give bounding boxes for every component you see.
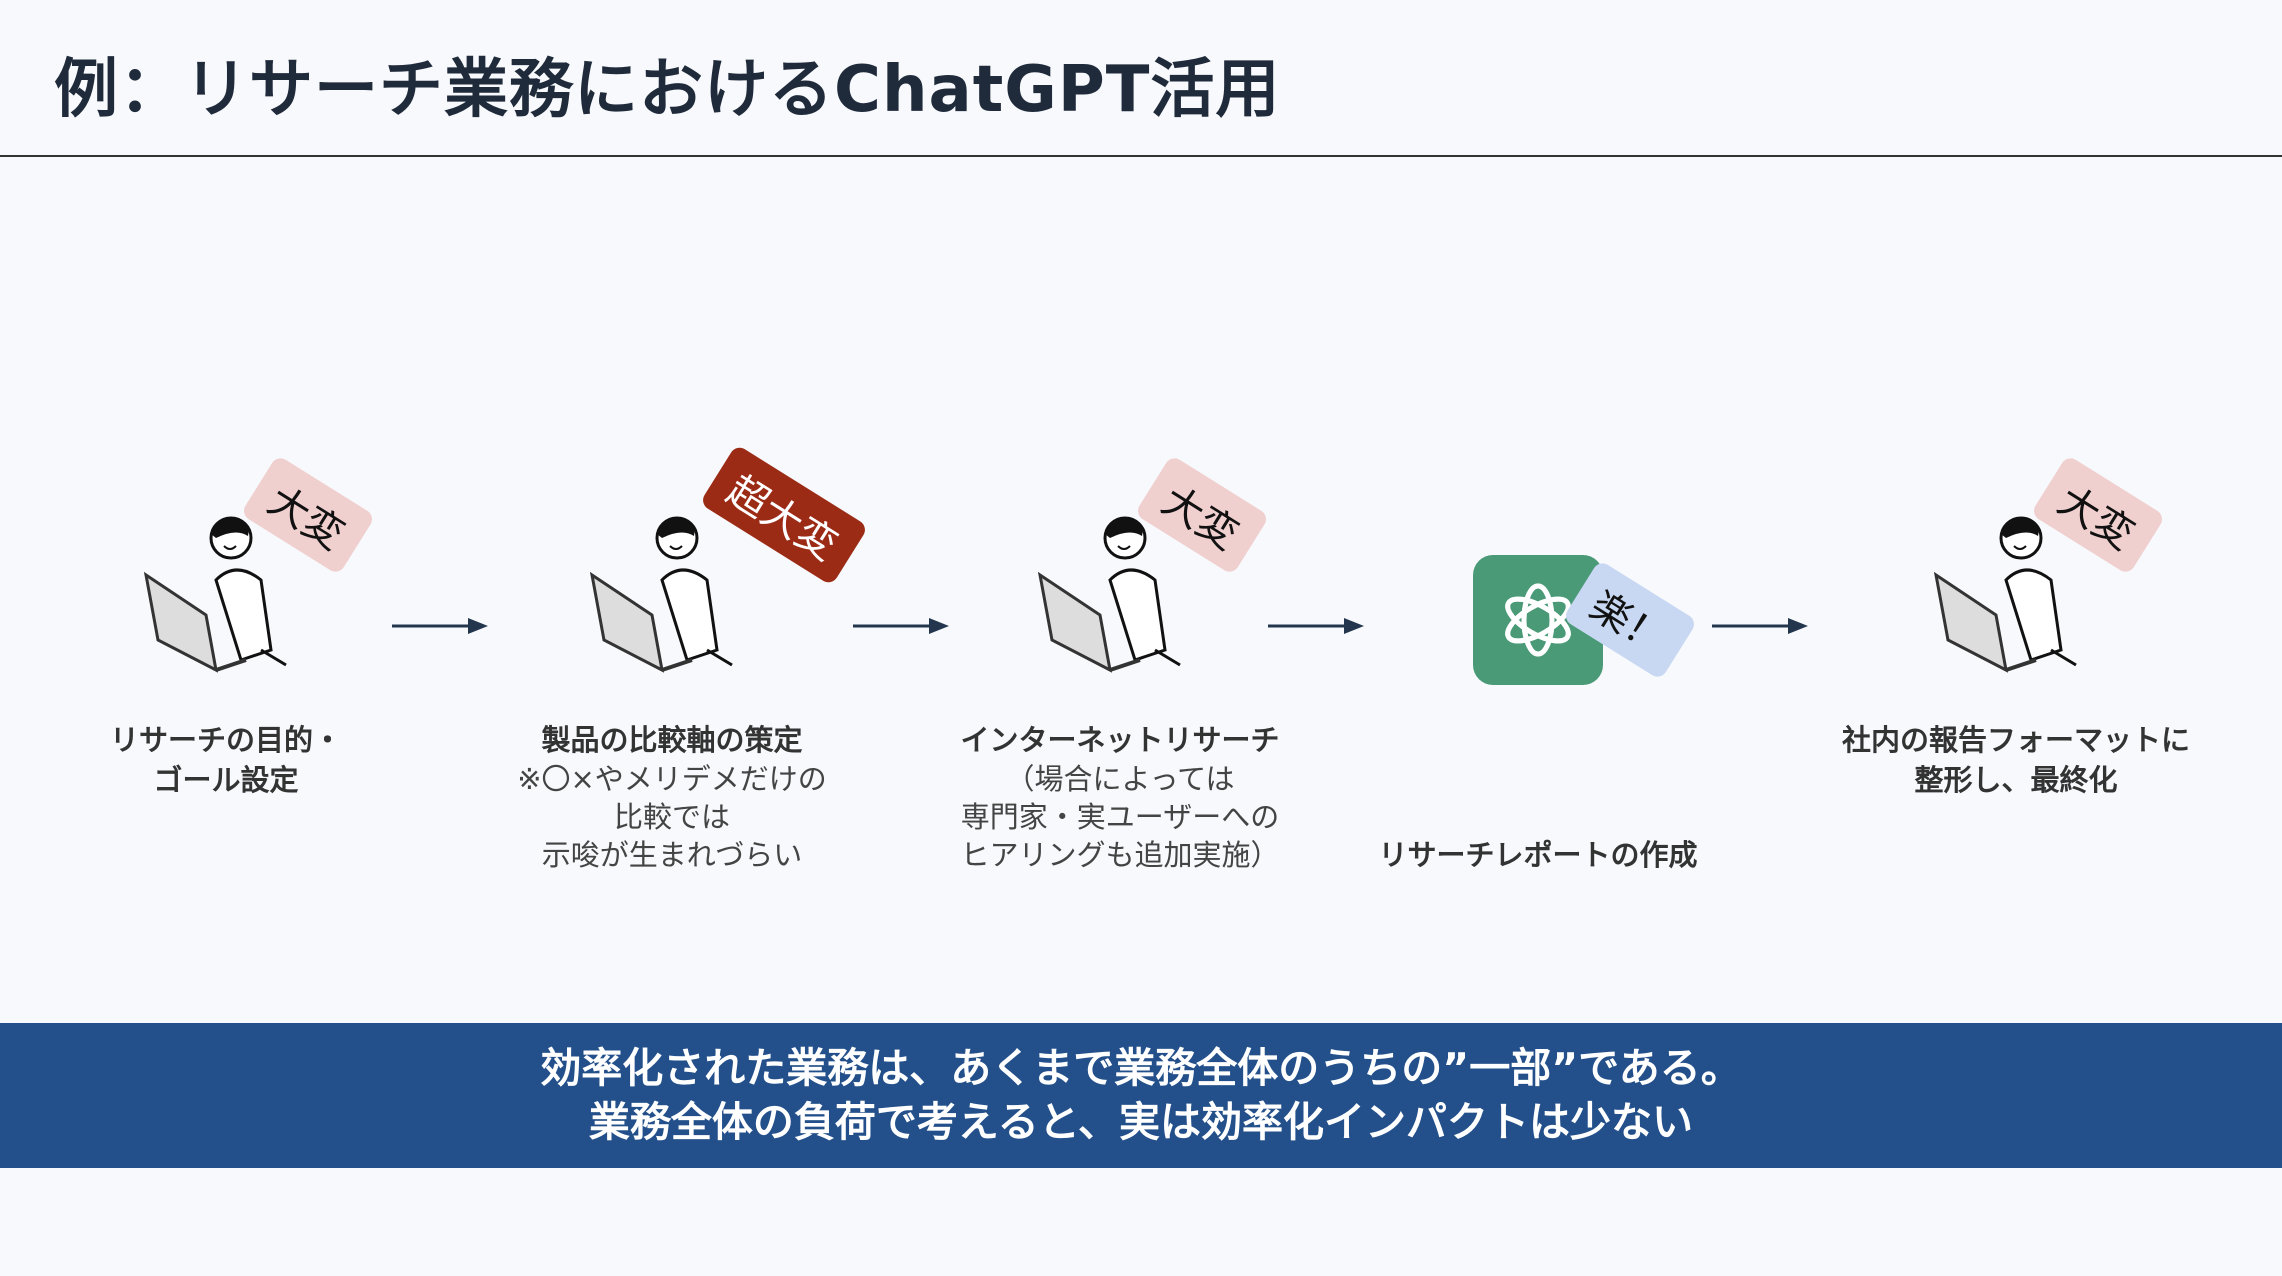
step-note: （場合によっては 専門家・実ユーザーへの ヒアリングも追加実施） — [960, 762, 1280, 872]
person-at-laptop-icon — [1037, 516, 1181, 673]
process-step: 大変リサーチの目的・ ゴール設定 — [6, 440, 446, 800]
summary-banner: 効率化された業務は、あくまで業務全体のうちの”一部”である。 業務全体の負荷で考… — [0, 1023, 2282, 1168]
person-at-laptop-icon — [143, 516, 287, 673]
step-label: 社内の報告フォーマットに 整形し、最終化 — [1841, 723, 2190, 797]
page-title: 例：リサーチ業務におけるChatGPT活用 — [54, 53, 1281, 127]
step-label: 製品の比較軸の策定 — [541, 723, 803, 757]
banner-line-2: 業務全体の負荷で考えると、実は効率化インパクトは少ない — [588, 1098, 1694, 1146]
process-step: 楽！ リサーチレポートの作成 — [1318, 440, 1758, 875]
arrow-icon — [1712, 618, 1808, 634]
step-label: リサーチレポートの作成 — [1378, 838, 1698, 872]
step-figure: 楽！ — [1428, 555, 1698, 795]
person-at-laptop-icon — [589, 516, 733, 673]
step-label: インターネットリサーチ — [960, 723, 1280, 757]
arrow-icon — [1268, 618, 1364, 634]
banner-line-1: 効率化された業務は、あくまで業務全体のうちの”一部”である。 — [540, 1044, 1742, 1092]
step-figure: 大変 — [1010, 440, 1270, 680]
process-step: 超大変製品の比較軸の策定 ※〇×やメリデメだけの 比較では 示唆が生まれづらい — [452, 440, 892, 874]
arrow-icon — [392, 618, 488, 634]
arrow-icon — [853, 618, 949, 634]
process-step: 大変社内の報告フォーマットに 整形し、最終化 — [1796, 440, 2236, 800]
step-figure: 大変 — [116, 440, 376, 680]
person-at-laptop-icon — [1933, 516, 2077, 673]
step-label: リサーチの目的・ ゴール設定 — [109, 723, 342, 797]
step-note: ※〇×やメリデメだけの 比較では 示唆が生まれづらい — [517, 762, 827, 872]
title-divider — [0, 155, 2282, 157]
step-figure: 超大変 — [562, 440, 869, 680]
process-step: 大変インターネットリサーチ （場合によっては 専門家・実ユーザーへの ヒアリングも… — [900, 440, 1340, 874]
step-figure: 大変 — [1906, 440, 2166, 680]
